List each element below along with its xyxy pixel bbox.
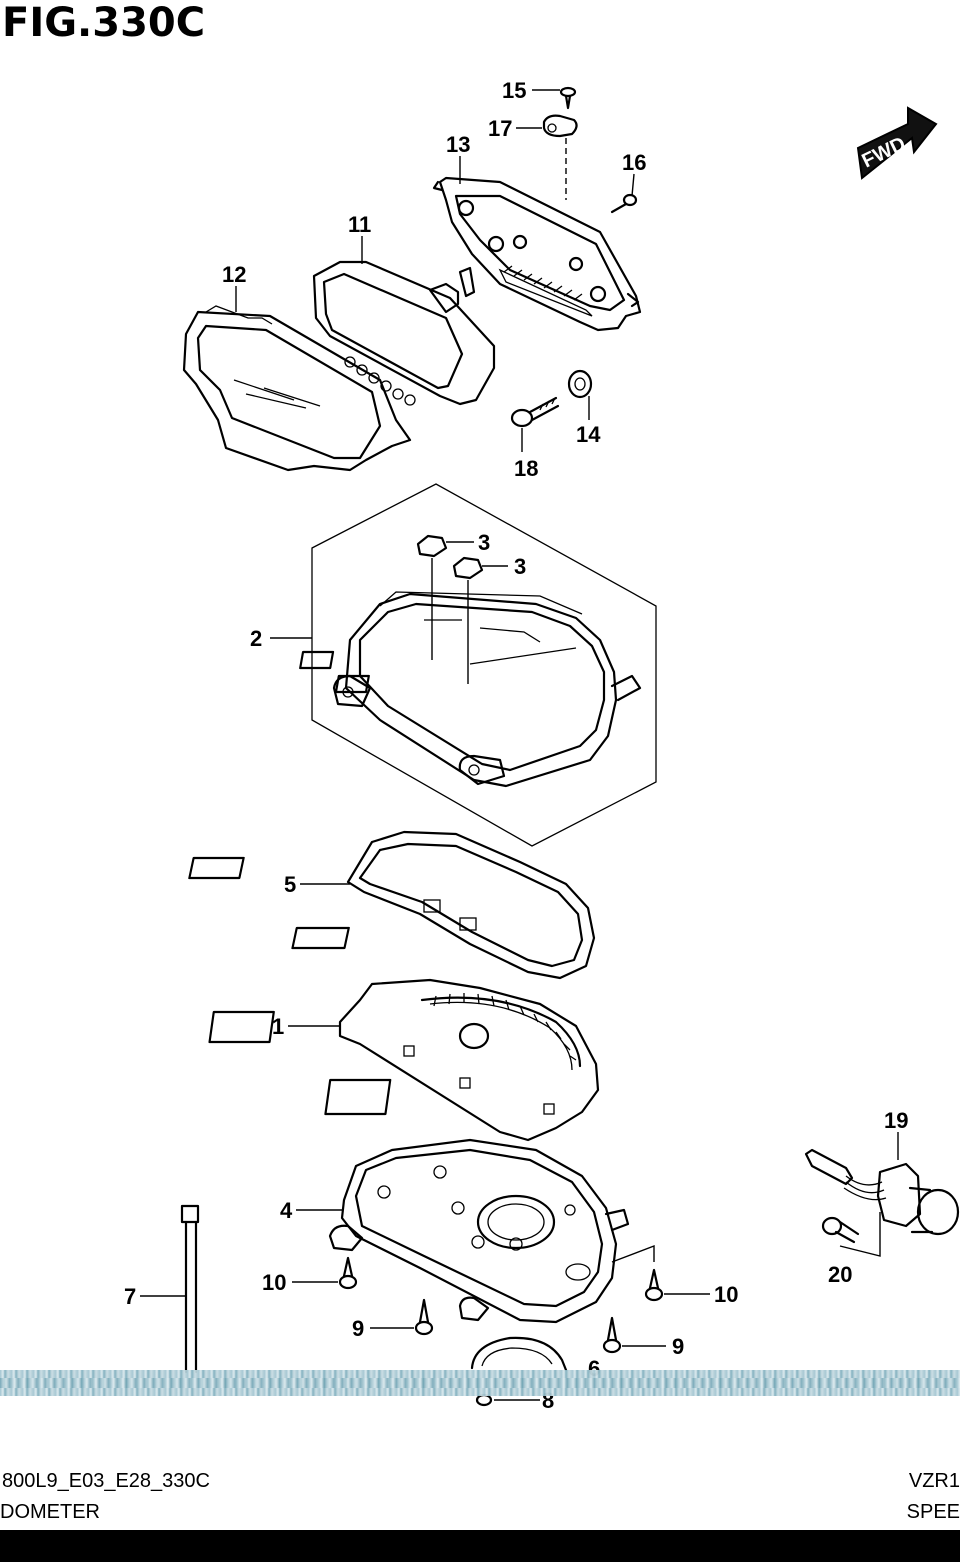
part-3-button-b xyxy=(452,556,484,684)
part-19-speed-sensor xyxy=(804,1148,960,1236)
part-13-bracket xyxy=(432,176,642,332)
part-10-screw-left xyxy=(338,1256,358,1290)
callout-12: 12 xyxy=(222,262,246,287)
part-4-lower-case xyxy=(328,1138,630,1324)
part-15-screw xyxy=(559,86,577,110)
part-12-lens xyxy=(182,305,412,472)
part-8-nut xyxy=(475,1393,493,1407)
callout-20: 20 xyxy=(828,1262,852,1287)
callout-2: 2 xyxy=(250,626,262,651)
callout-4: 4 xyxy=(280,1198,293,1223)
part-14-grommet xyxy=(567,369,593,420)
callout-3b: 3 xyxy=(514,554,526,579)
part-5-gasket xyxy=(188,830,596,980)
callout-5: 5 xyxy=(284,872,296,897)
part-17-clamp xyxy=(542,114,578,200)
callout-16: 16 xyxy=(622,150,646,175)
callout-19: 19 xyxy=(884,1108,908,1133)
callout-11: 11 xyxy=(348,212,371,237)
part-7-tie-strap xyxy=(180,1204,200,1374)
callout-13: 13 xyxy=(446,132,470,157)
callout-3a: 3 xyxy=(478,530,490,555)
callout-17: 17 xyxy=(488,116,512,141)
callout-15: 15 xyxy=(502,78,526,103)
part-3-button-a xyxy=(416,534,448,660)
footer-section-right: SPEE xyxy=(906,1501,960,1523)
figure-title: FIG.330C xyxy=(2,0,206,46)
footer-model: VZR1 xyxy=(908,1470,960,1492)
footer-bar xyxy=(0,1530,960,1562)
part-1-meter xyxy=(208,978,600,1142)
part-9-screw-right xyxy=(602,1316,622,1354)
scan-noise-band xyxy=(0,1370,960,1396)
part-6-ring xyxy=(470,1336,568,1372)
fwd-arrow-icon: FWD xyxy=(856,106,938,180)
part-11-cover xyxy=(312,260,496,406)
callout-9b: 9 xyxy=(672,1334,684,1359)
part-18-bolt xyxy=(510,396,560,452)
callout-labels: 15 17 13 16 11 12 14 18 3 3 2 5 1 19 4 2… xyxy=(124,78,908,1413)
footer-section-left: DOMETER xyxy=(0,1501,100,1523)
callout-9a: 9 xyxy=(352,1316,364,1341)
callout-1: 1 xyxy=(272,1014,284,1039)
part-16-screw xyxy=(610,193,638,214)
leader-lines xyxy=(140,89,899,1401)
part-2-case xyxy=(299,591,642,788)
callout-18: 18 xyxy=(514,456,538,481)
part-2-assembly-box xyxy=(311,483,657,847)
callout-7: 7 xyxy=(124,1284,136,1309)
part-9-screw-left xyxy=(414,1298,434,1336)
callout-14: 14 xyxy=(576,422,601,447)
footer-code: 800L9_E03_E28_330C xyxy=(2,1470,210,1492)
callout-10a: 10 xyxy=(262,1270,286,1295)
callout-10b: 10 xyxy=(714,1282,738,1307)
part-10-screw-right xyxy=(644,1268,664,1302)
part-20-bolt xyxy=(821,1216,860,1244)
